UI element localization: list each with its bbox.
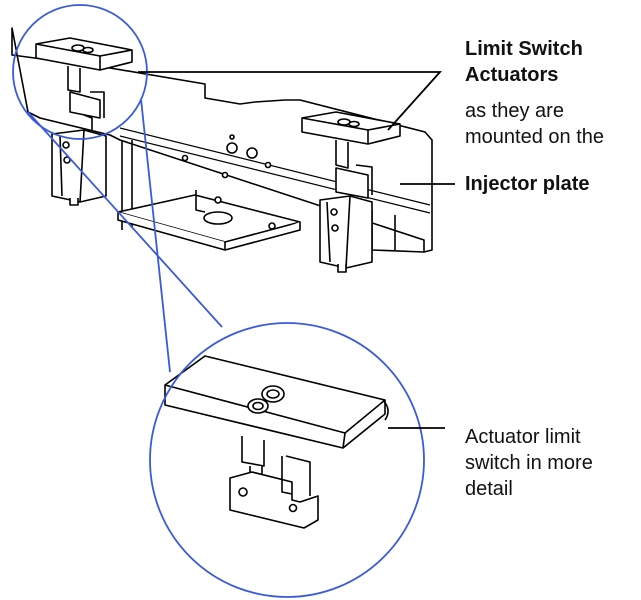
large-zoom-circle (149, 322, 425, 598)
detail-label-line3: detail (465, 478, 513, 500)
actuators-desc-line2: mounted on the (465, 126, 604, 148)
detail-label-line2: switch in more (465, 452, 593, 474)
detail-label-line1: Actuator limit (465, 426, 581, 448)
zoom-connector-right (140, 98, 171, 373)
right-switch-body (319, 195, 373, 273)
actuators-leader (138, 71, 443, 131)
bottom-bracket (117, 190, 301, 251)
left-actuator-block (35, 37, 133, 119)
actuators-desc-line1: as they are (465, 100, 564, 122)
zoom-connector-left (27, 111, 223, 328)
right-actuator-block (301, 111, 401, 199)
actuators-title-line1: Limit Switch (465, 38, 583, 60)
injector-plate (11, 27, 433, 253)
actuators-title-line2: Actuators (465, 64, 559, 86)
injector-plate-label: Injector plate (465, 173, 590, 195)
detail-actuator (164, 355, 389, 529)
